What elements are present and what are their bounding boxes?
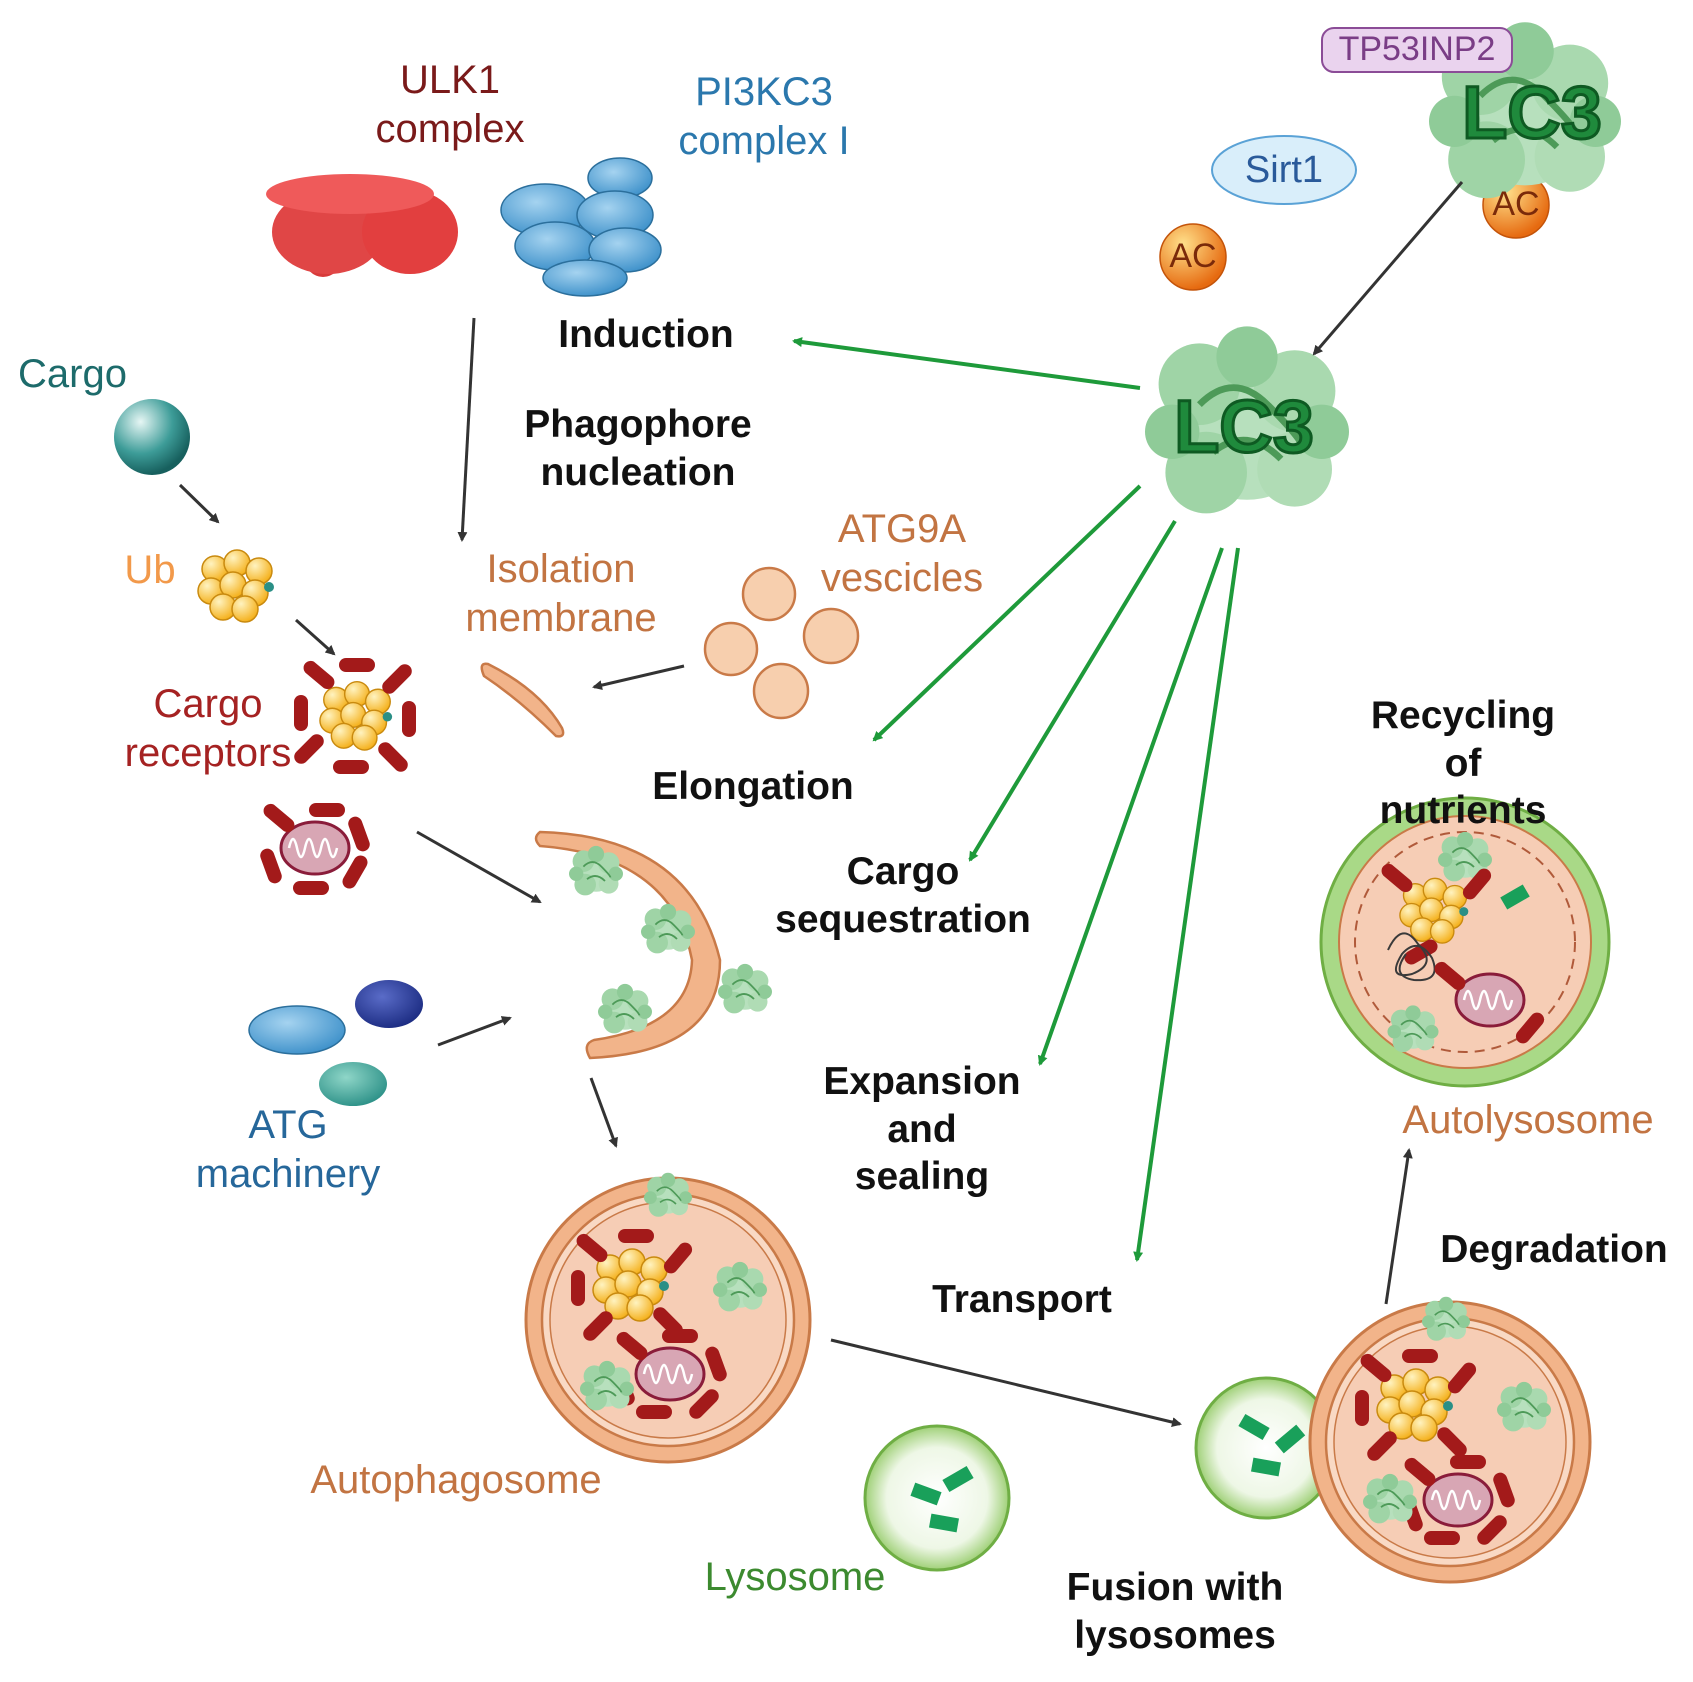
black-arrows — [178, 181, 1464, 1427]
ac-ball-left — [1159, 223, 1227, 291]
pi3kc3-complex-label: PI3KC3 complex I — [678, 70, 850, 163]
fusion-with-lysosomes-label: Fusion with lysosomes — [1066, 1566, 1284, 1657]
transport-label: Transport — [932, 1278, 1112, 1321]
tp53inp2-box — [1321, 27, 1513, 73]
lysosome-label: Lysosome — [704, 1555, 886, 1599]
elongation-label: Elongation — [652, 765, 854, 808]
fusing-autophagosome-icon — [1308, 1296, 1592, 1584]
degradation-label: Degradation — [1440, 1228, 1668, 1271]
phagophore-crescent-icon — [534, 830, 773, 1060]
sirt1-shape — [1211, 135, 1357, 205]
autolysosome-icon — [1319, 796, 1611, 1088]
ub-label: Ub — [124, 548, 176, 592]
cargo-receptors-label: Cargo receptors — [124, 682, 292, 775]
pi3kc3-complex-icon — [500, 157, 662, 297]
green-arrows — [792, 337, 1240, 1262]
atg9a-vesicles-icon — [703, 566, 860, 720]
expansion-sealing-label: Expansion and sealing — [823, 1060, 1021, 1199]
recycling-label: Recycling of nutrients — [1370, 694, 1556, 833]
atg9a-vesicles-label: ATG9A vescicles — [820, 507, 984, 600]
phagophore-nucleation-label: Phagophore nucleation — [524, 403, 752, 494]
lc3-center-label: LC3 — [1173, 383, 1316, 469]
tp53inp2-label: TP53INP2 — [1338, 30, 1496, 68]
cargo-ball-icon — [114, 399, 190, 475]
ac-label-left: AC — [1169, 237, 1217, 275]
cargo-sequestration-label: Cargo sequestration — [775, 850, 1031, 941]
atg-machinery-label: ATG machinery — [195, 1103, 381, 1196]
lysosome-icon — [863, 1424, 1011, 1572]
ac-label-right: AC — [1492, 185, 1540, 223]
cargo-label: Cargo — [18, 352, 127, 396]
ulk1-complex-label: ULK1 complex — [375, 58, 525, 151]
isolation-membrane-label: Isolation membrane — [465, 547, 657, 640]
lc3-top-label: LC3 — [1461, 69, 1604, 155]
atg-machinery-icon — [248, 980, 423, 1106]
autophagosome-icon — [524, 1172, 812, 1464]
autophagosome-label: Autophagosome — [310, 1458, 602, 1502]
isolation-membrane-icon — [480, 662, 565, 738]
induction-label: Induction — [558, 313, 734, 356]
sirt1-label: Sirt1 — [1244, 149, 1324, 191]
ulk1-complex-icon — [266, 174, 458, 277]
autolysosome-label: Autolysosome — [1402, 1098, 1654, 1142]
